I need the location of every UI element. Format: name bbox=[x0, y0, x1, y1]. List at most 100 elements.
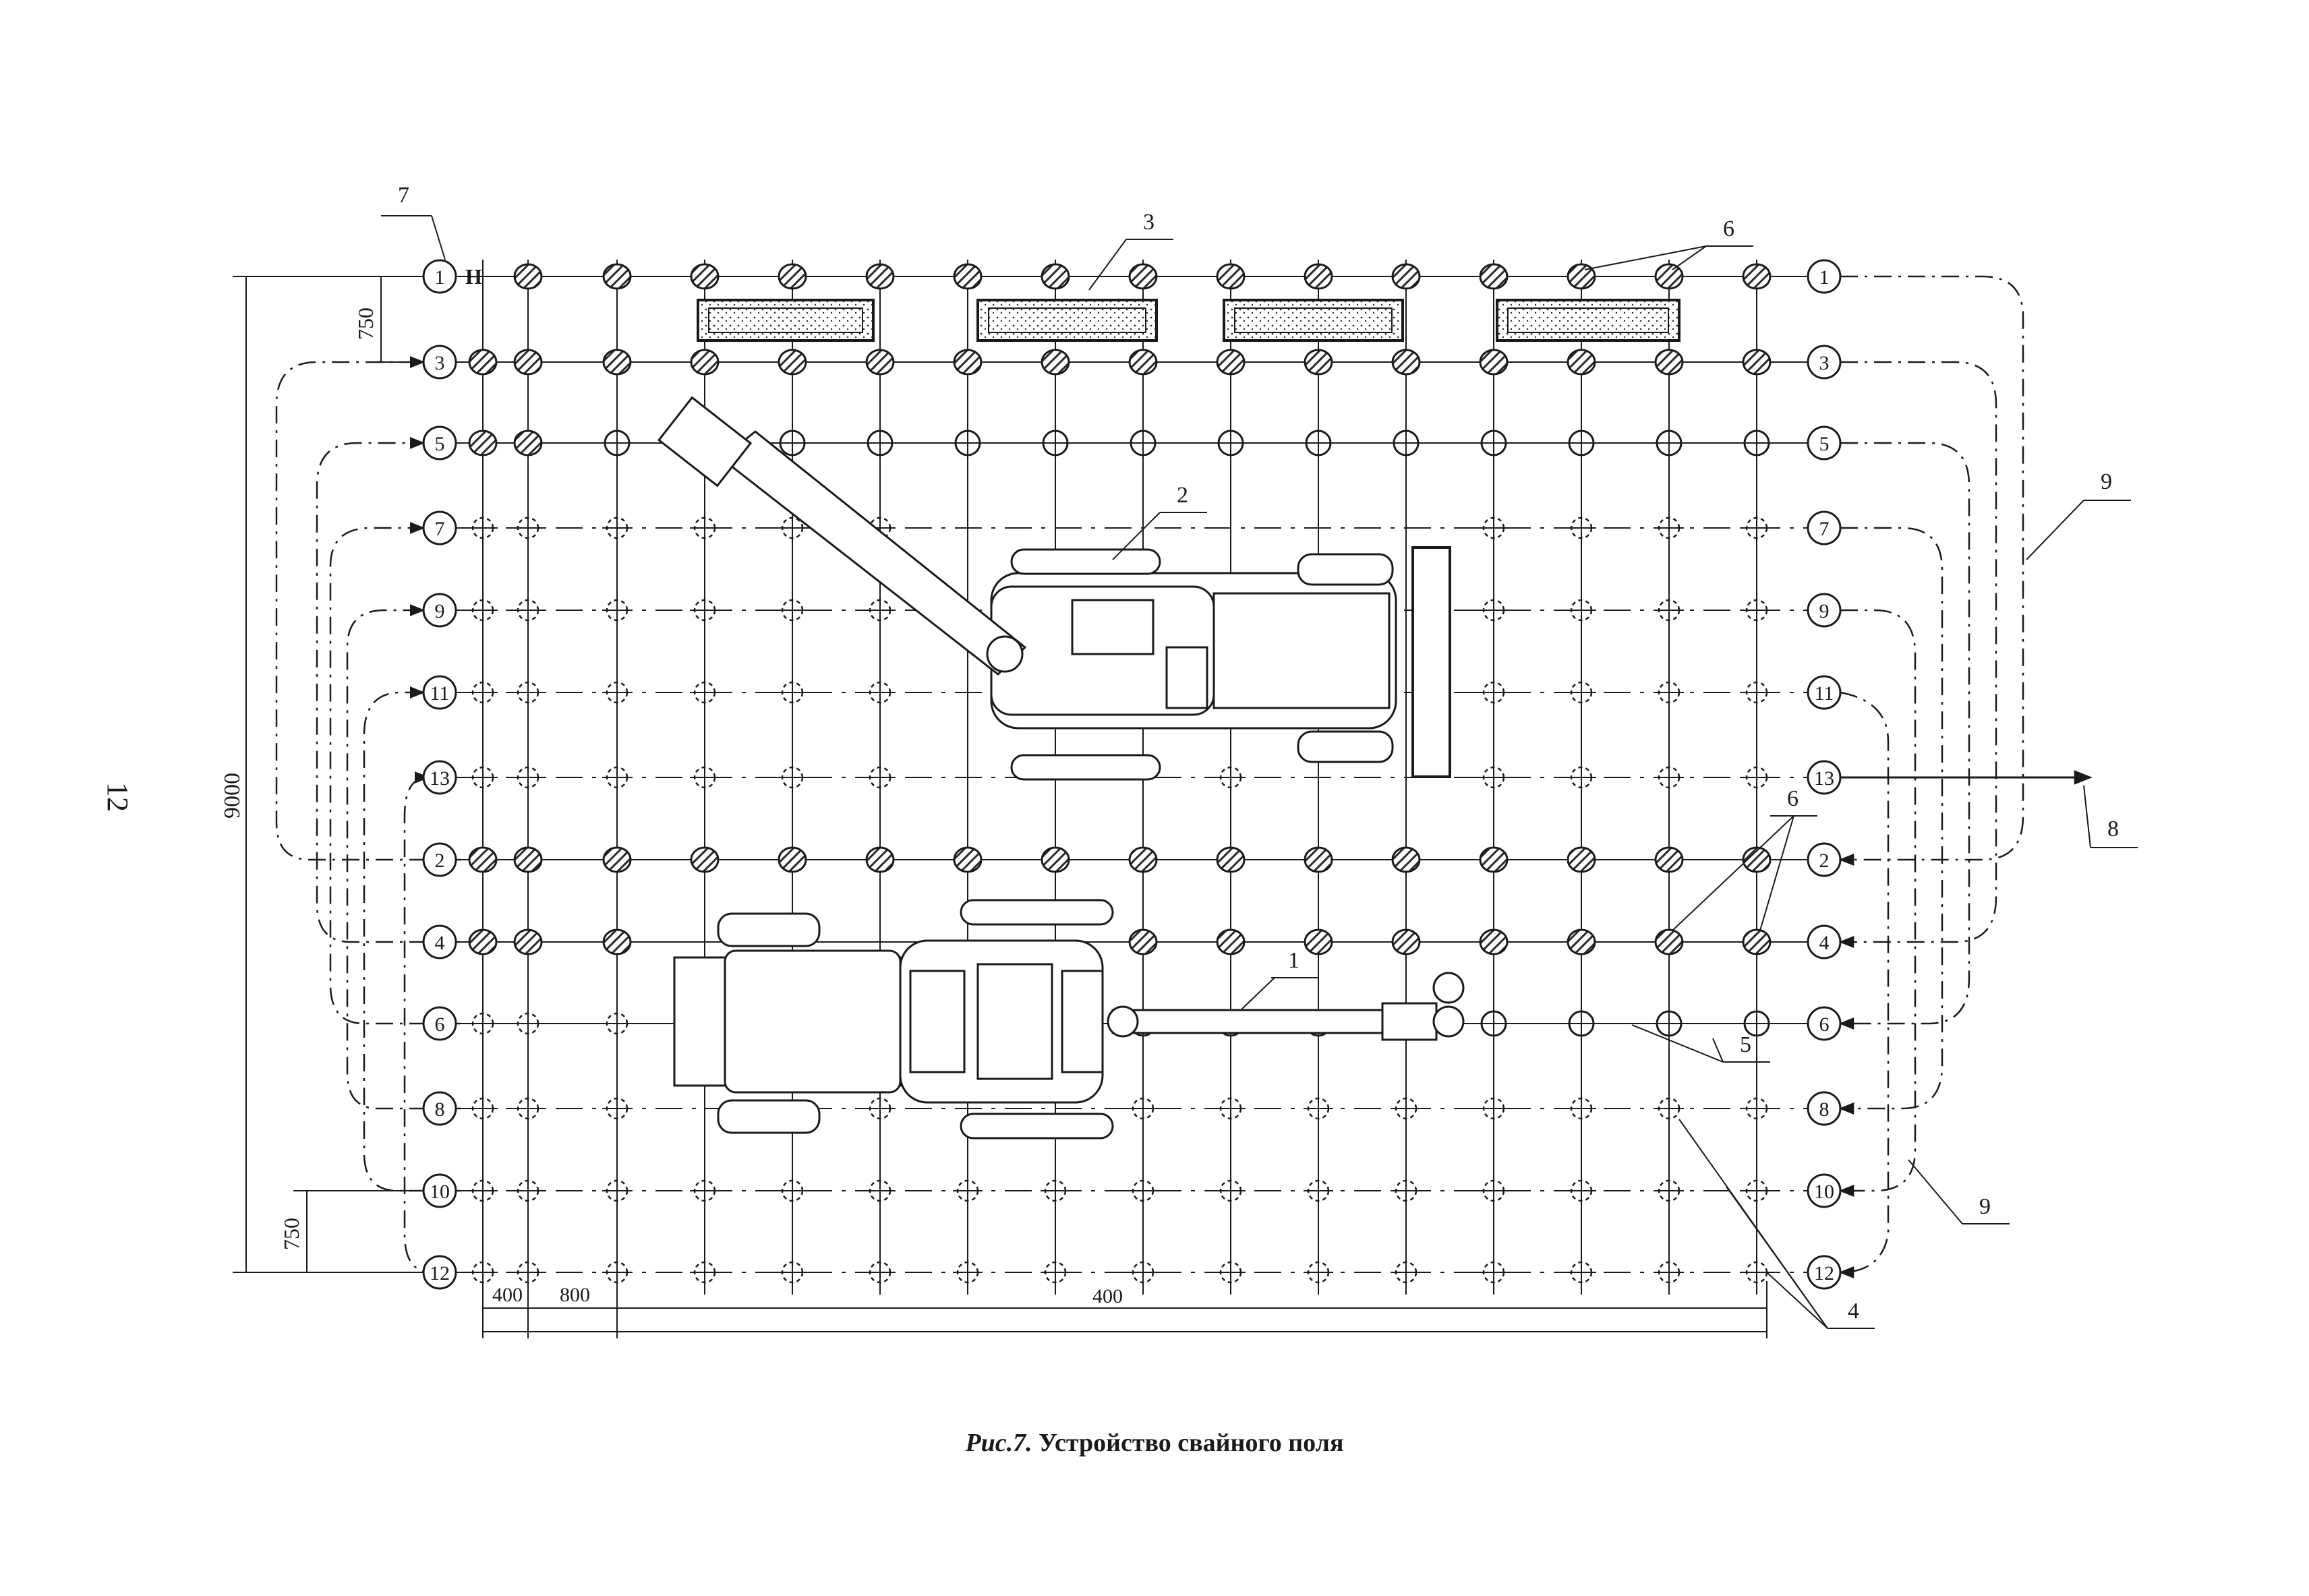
figure-caption: Рис.7. Устройство свайного поля bbox=[0, 1428, 2309, 1458]
row-label-text: 13 bbox=[430, 767, 450, 790]
row-label-right bbox=[1807, 425, 1842, 461]
row-start-marker: Н bbox=[465, 264, 482, 289]
pile-driven bbox=[513, 430, 543, 456]
movement-paths bbox=[275, 275, 2093, 1278]
boom-pivot bbox=[986, 635, 1024, 673]
callout-leader bbox=[1766, 1272, 1828, 1329]
pile-driven bbox=[1216, 263, 1246, 290]
pile-driven bbox=[865, 349, 895, 376]
pile-driven bbox=[1742, 349, 1772, 376]
pile-driven bbox=[602, 846, 632, 873]
pile-driven bbox=[778, 349, 807, 376]
callout-9: 9 bbox=[1979, 1194, 1991, 1219]
caption-label: Рис.7. bbox=[965, 1429, 1032, 1457]
pile-stack bbox=[1496, 299, 1680, 342]
pile-driven bbox=[513, 349, 543, 376]
pile-driven bbox=[1128, 928, 1158, 955]
row-label-text: 7 bbox=[1819, 518, 1830, 540]
pile-driven bbox=[1041, 846, 1070, 873]
row-label-text: 2 bbox=[435, 850, 445, 872]
pile-driver-1 bbox=[673, 899, 1465, 1140]
row-label-right bbox=[1807, 259, 1842, 294]
movement-path bbox=[403, 771, 432, 1274]
machine-wheel bbox=[1297, 730, 1394, 763]
pile-driven bbox=[468, 430, 498, 456]
row-label-text: 11 bbox=[430, 682, 450, 705]
pile-driven bbox=[468, 928, 498, 955]
pile-driven bbox=[1128, 846, 1158, 873]
cab-window bbox=[976, 963, 1053, 1080]
hammer-drum bbox=[1432, 972, 1465, 1004]
boom bbox=[720, 430, 1027, 676]
row-label-right bbox=[1807, 510, 1842, 545]
movement-path bbox=[363, 686, 461, 1192]
pile-stack bbox=[1223, 299, 1404, 342]
dim-overall-height: 9000 bbox=[220, 773, 245, 819]
pile-driven bbox=[1654, 928, 1684, 955]
machine-wheel bbox=[1297, 553, 1394, 586]
callout-leader bbox=[1726, 1186, 1828, 1329]
row-label-text: 4 bbox=[435, 932, 445, 954]
pile-driven bbox=[778, 846, 807, 873]
row-label-text: 3 bbox=[435, 352, 445, 374]
row-label-right bbox=[1807, 760, 1842, 795]
pile-driven bbox=[1654, 263, 1684, 290]
pile-driven bbox=[1479, 263, 1509, 290]
row-label-right bbox=[1807, 593, 1842, 628]
callout-leader bbox=[1088, 239, 1127, 291]
row-label-text: 12 bbox=[430, 1262, 450, 1284]
callout-leader bbox=[1584, 245, 1707, 270]
boom-head bbox=[657, 396, 753, 487]
callout-3: 3 bbox=[1143, 210, 1154, 235]
pile-driven bbox=[1479, 928, 1509, 955]
pile-driven bbox=[1216, 928, 1246, 955]
machine-body bbox=[724, 949, 902, 1094]
pile-driven bbox=[602, 928, 632, 955]
pile-driven bbox=[1742, 263, 1772, 290]
pile-driven bbox=[1479, 846, 1509, 873]
dim-column-spacing: 800 bbox=[560, 1284, 590, 1306]
pile-driven bbox=[865, 263, 895, 290]
pile-driven bbox=[602, 349, 632, 376]
movement-path bbox=[1838, 361, 1997, 948]
movement-path bbox=[1838, 691, 1890, 1278]
pile-stack-inner bbox=[1507, 307, 1669, 333]
pile-driven bbox=[953, 846, 983, 873]
pile-driven bbox=[1567, 349, 1596, 376]
pile-driven bbox=[1304, 846, 1333, 873]
row-label-text: 1 bbox=[1819, 266, 1830, 289]
page-number: 12 bbox=[101, 782, 134, 812]
row-label-text: 2 bbox=[1819, 850, 1830, 872]
callout-leader bbox=[1759, 815, 1794, 931]
row-label-left bbox=[422, 924, 457, 959]
pile-driven bbox=[1128, 349, 1158, 376]
row-label-right bbox=[1807, 924, 1842, 959]
machine-wheel bbox=[717, 912, 821, 947]
pile-driven bbox=[1391, 846, 1421, 873]
callout-6: 6 bbox=[1723, 216, 1734, 241]
callout-4: 4 bbox=[1848, 1299, 1859, 1324]
callout-leader bbox=[2026, 500, 2084, 560]
movement-path bbox=[1838, 527, 1943, 1115]
pile-driven bbox=[1479, 349, 1509, 376]
row-label-right bbox=[1807, 1006, 1842, 1041]
pile-stack-inner bbox=[1234, 307, 1393, 333]
pile-driven bbox=[1391, 928, 1421, 955]
row-label-right bbox=[1807, 1091, 1842, 1126]
row-label-text: 4 bbox=[1819, 932, 1830, 954]
callout-2: 2 bbox=[1177, 483, 1188, 508]
callout-9: 9 bbox=[2101, 469, 2112, 494]
pile-driven bbox=[1567, 263, 1596, 290]
cab-window bbox=[1165, 646, 1208, 709]
row-label-text: 8 bbox=[1819, 1098, 1830, 1121]
callout-leader bbox=[1672, 245, 1707, 270]
pile-driven bbox=[1567, 846, 1596, 873]
callout-leader bbox=[1908, 1159, 1963, 1224]
movement-path bbox=[1838, 609, 1917, 1197]
pile-driver-2 bbox=[657, 396, 1451, 781]
pile-driven bbox=[778, 263, 807, 290]
pile-stack-inner bbox=[708, 307, 863, 333]
row-label-right bbox=[1807, 1255, 1842, 1290]
